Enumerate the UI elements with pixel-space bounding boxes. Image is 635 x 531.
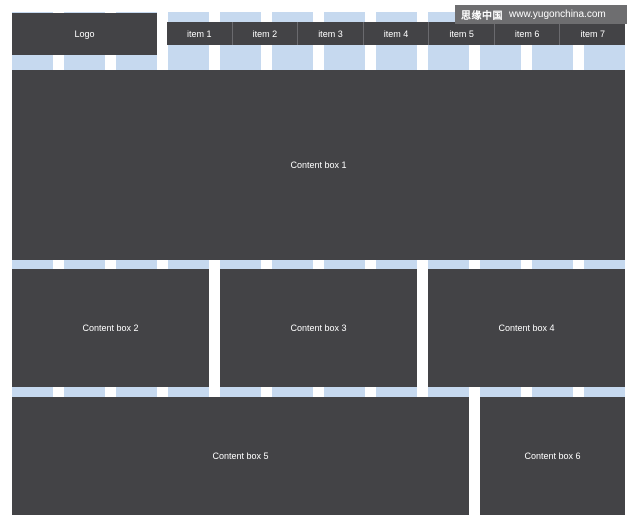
nav-item-3[interactable]: item 3	[297, 22, 363, 45]
logo-box: Logo	[12, 13, 157, 55]
nav-item-label: item 2	[252, 28, 278, 39]
nav-item-label: item 4	[383, 28, 409, 39]
nav-item-label: item 3	[318, 28, 343, 39]
content-box-5: Content box 5	[12, 397, 469, 515]
content-box-label: Content box 3	[290, 323, 347, 333]
content-box-label: Content box 2	[82, 323, 139, 333]
nav-item-7[interactable]: item 7	[559, 22, 625, 45]
content-box-label: Content box 4	[498, 323, 555, 333]
nav-bar: item 1 item 2 item 3 item 4 item 5 item …	[167, 22, 625, 45]
content-box-3: Content box 3	[220, 269, 417, 387]
nav-item-4[interactable]: item 4	[362, 22, 429, 45]
nav-item-1[interactable]: item 1	[167, 22, 232, 45]
nav-item-5[interactable]: item 5	[428, 22, 494, 45]
nav-item-label: item 6	[514, 28, 540, 39]
content-box-2: Content box 2	[12, 269, 209, 387]
content-box-1: Content box 1	[12, 70, 625, 260]
content-box-6: Content box 6	[480, 397, 625, 515]
watermark-url: www.yugonchina.com	[509, 9, 606, 20]
nav-item-label: item 7	[580, 28, 606, 39]
watermark: 思缘中国 www.yugonchina.com	[455, 5, 627, 24]
nav-item-6[interactable]: item 6	[493, 22, 560, 45]
nav-item-2[interactable]: item 2	[231, 22, 298, 45]
content-box-4: Content box 4	[428, 269, 625, 387]
watermark-chinese: 思缘中国	[461, 11, 503, 22]
logo-label: Logo	[74, 29, 95, 39]
nav-item-label: item 5	[449, 28, 474, 39]
content-box-label: Content box 5	[212, 451, 269, 461]
content-box-label: Content box 1	[290, 160, 347, 170]
content-box-label: Content box 6	[524, 451, 581, 461]
nav-item-label: item 1	[187, 28, 212, 39]
